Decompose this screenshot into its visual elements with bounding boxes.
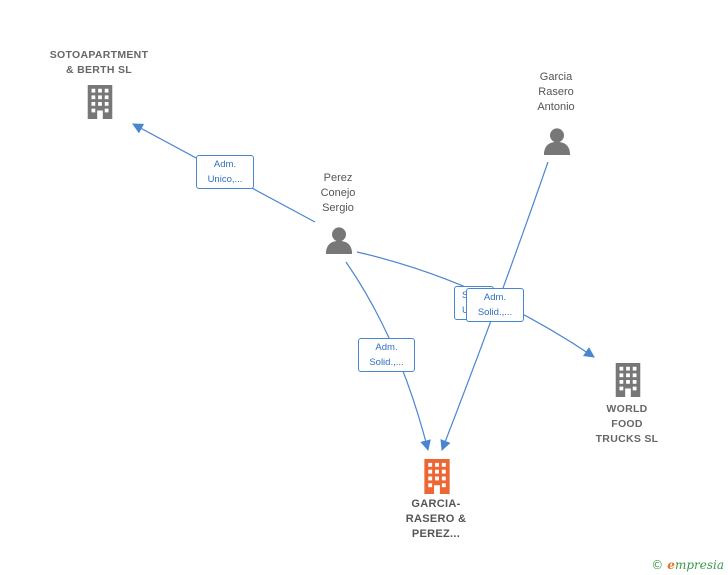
edge-label-perez-to-sotoapartment[interactable]: Adm. Unico,...: [196, 155, 254, 189]
empresia-brand[interactable]: ©empresia: [651, 558, 724, 572]
node-label-sotoapartment[interactable]: SOTOAPARTMENT & BERTH SL: [49, 49, 149, 76]
building-icon[interactable]: [424, 459, 450, 494]
building-icon[interactable]: [87, 85, 113, 119]
brand-name: mpresia: [674, 558, 724, 572]
person-icon[interactable]: [543, 128, 571, 155]
edge-label-perez-to-garcia-rasero-perez[interactable]: Adm. Solid.,...: [358, 338, 415, 372]
copyright-icon: ©: [651, 558, 664, 572]
node-label-world-food-trucks[interactable]: WORLD FOOD TRUCKS SL: [595, 403, 659, 445]
node-label-garcia-rasero-antonio[interactable]: Garcia Rasero Antonio: [537, 71, 575, 113]
person-icon[interactable]: [325, 227, 353, 254]
brand-initial: e: [667, 558, 675, 572]
node-label-garcia-rasero-perez[interactable]: GARCIA- RASERO & PEREZ...: [405, 498, 467, 540]
node-label-perez-conejo-sergio[interactable]: Perez Conejo Sergio: [320, 172, 356, 214]
edge-label-garcia-to-garcia-rasero-perez[interactable]: Adm. Solid.,...: [466, 288, 524, 322]
building-icon[interactable]: [615, 363, 641, 397]
